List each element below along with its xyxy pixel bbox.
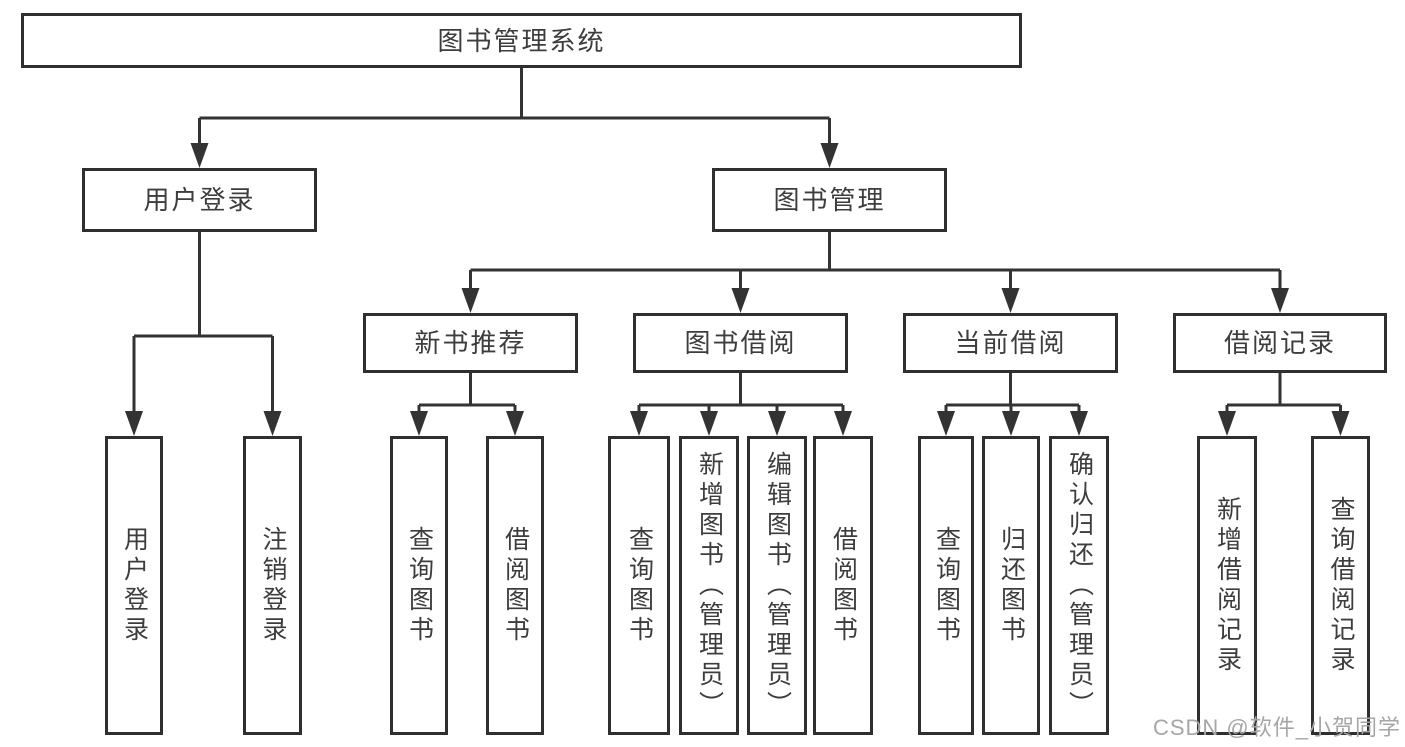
arrowhead-icon	[820, 143, 839, 168]
node-book-mgmt: 图书管理	[712, 168, 947, 232]
node-cb-return-book: 归还图书	[982, 436, 1040, 735]
node-cb-confirm-return: 确认归还（管理员）	[1049, 436, 1109, 735]
node-new-book-rec: 新书推荐	[363, 313, 578, 373]
node-book-borrow: 图书借阅	[633, 313, 848, 373]
node-login: 用户登录	[105, 436, 163, 735]
arrowhead-icon	[1070, 411, 1088, 436]
watermark: CSDN @软件_小贺同学	[1152, 715, 1401, 740]
arrowhead-icon	[768, 411, 786, 436]
arrowhead-icon	[125, 411, 143, 436]
arrowhead-icon	[190, 143, 209, 168]
arrowhead-icon	[410, 411, 428, 436]
node-user-login: 用户登录	[82, 168, 317, 232]
node-current-borrow: 当前借阅	[903, 313, 1118, 373]
arrowhead-icon	[630, 411, 648, 436]
node-root: 图书管理系统	[21, 13, 1022, 68]
node-nbr-query-book: 查询图书	[390, 436, 448, 735]
node-cb-query-book: 查询图书	[918, 436, 974, 735]
node-bb-borrow-book: 借阅图书	[813, 436, 873, 735]
arrowhead-icon	[731, 288, 750, 313]
node-bb-edit-book: 编辑图书（管理员）	[747, 436, 807, 735]
arrowhead-icon	[1002, 411, 1020, 436]
node-br-add-record: 新增借阅记录	[1197, 436, 1257, 735]
arrowhead-icon	[834, 411, 852, 436]
arrowhead-icon	[461, 288, 480, 313]
node-br-query-record: 查询借阅记录	[1311, 436, 1370, 735]
arrowhead-icon	[1001, 288, 1020, 313]
arrowhead-icon	[263, 411, 282, 436]
node-bb-add-book: 新增图书（管理员）	[679, 436, 739, 735]
node-bb-query-book: 查询图书	[608, 436, 670, 735]
node-logout: 注销登录	[243, 436, 302, 735]
arrowhead-icon	[1331, 411, 1350, 436]
node-nbr-borrow-book: 借阅图书	[486, 436, 544, 735]
arrowhead-icon	[700, 411, 718, 436]
node-borrow-records: 借阅记录	[1173, 313, 1387, 373]
arrowhead-icon	[937, 411, 955, 436]
arrowhead-icon	[1271, 288, 1289, 313]
arrowhead-icon	[1218, 411, 1236, 436]
arrowhead-icon	[506, 411, 524, 436]
